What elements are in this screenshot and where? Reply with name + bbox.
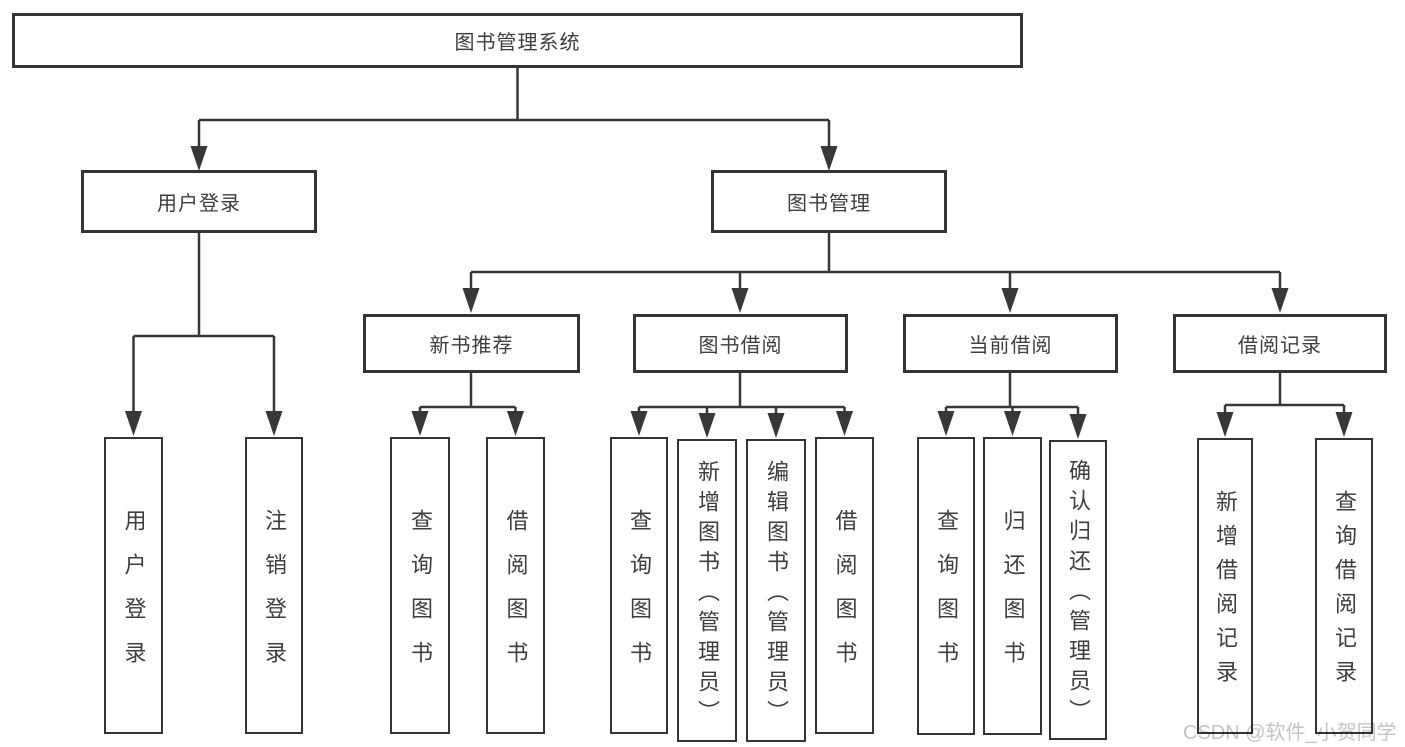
leaf-query-borrow-record-label: 查询借阅记录 xyxy=(1332,490,1357,694)
leaf-query-books-recommend-label: 查询图书 xyxy=(408,508,433,685)
leaf-edit-book-admin: 编辑图书（管理员） xyxy=(746,439,806,742)
leaf-query-books-current-label: 查询图书 xyxy=(934,509,959,685)
leaf-confirm-return-admin: 确认归还（管理员） xyxy=(1049,440,1107,740)
leaf-query-books-borrowing-label: 查询图书 xyxy=(627,508,652,685)
node-new-book-recommend: 新书推荐 xyxy=(363,314,580,373)
leaf-user-login-label: 用户登录 xyxy=(121,508,147,685)
leaf-edit-book-admin-label: 编辑图书（管理员） xyxy=(764,459,789,730)
node-book-borrowing: 图书借阅 xyxy=(633,314,848,373)
leaf-query-books-recommend: 查询图书 xyxy=(390,437,450,734)
leaf-logout: 注销登录 xyxy=(245,437,303,734)
node-library-system: 图书管理系统 xyxy=(12,13,1023,68)
connector-lines xyxy=(132,68,1346,421)
node-borrow-records-label: 借阅记录 xyxy=(1238,335,1322,357)
node-new-book-recommend-label: 新书推荐 xyxy=(429,335,514,357)
node-book-management-label: 图书管理 xyxy=(787,193,871,215)
leaf-query-borrow-record: 查询借阅记录 xyxy=(1315,438,1373,734)
node-library-system-label: 图书管理系统 xyxy=(454,32,581,54)
leaf-user-login: 用户登录 xyxy=(104,437,163,734)
leaf-confirm-return-admin-label: 确认归还（管理员） xyxy=(1066,459,1091,729)
watermark: CSDN @软件_小贺同学 xyxy=(1183,722,1397,744)
leaf-add-book-admin: 新增图书（管理员） xyxy=(677,439,737,742)
node-current-borrowing: 当前借阅 xyxy=(903,314,1118,373)
leaf-borrow-books-borrowing-label: 借阅图书 xyxy=(832,508,858,685)
leaf-query-books-current: 查询图书 xyxy=(917,437,975,735)
node-book-management: 图书管理 xyxy=(711,170,947,233)
leaf-return-books: 归还图书 xyxy=(983,437,1042,735)
node-user-login-branch-label: 用户登录 xyxy=(157,193,241,215)
leaf-add-borrow-record-label: 新增借阅记录 xyxy=(1213,490,1238,694)
node-borrow-records: 借阅记录 xyxy=(1173,314,1387,373)
leaf-query-books-borrowing: 查询图书 xyxy=(610,437,668,734)
arrowhead-icons xyxy=(125,146,1353,439)
leaf-borrow-books-recommend-label: 借阅图书 xyxy=(503,508,529,685)
node-user-login-branch: 用户登录 xyxy=(81,170,317,233)
node-current-borrowing-label: 当前借阅 xyxy=(968,335,1053,357)
leaf-borrow-books-borrowing: 借阅图书 xyxy=(815,437,874,734)
leaf-return-books-label: 归还图书 xyxy=(1000,509,1026,685)
leaf-add-borrow-record: 新增借阅记录 xyxy=(1197,438,1253,734)
leaf-add-book-admin-label: 新增图书（管理员） xyxy=(695,459,720,730)
node-book-borrowing-label: 图书借阅 xyxy=(698,335,783,357)
leaf-logout-label: 注销登录 xyxy=(262,508,287,685)
leaf-borrow-books-recommend: 借阅图书 xyxy=(486,437,545,734)
